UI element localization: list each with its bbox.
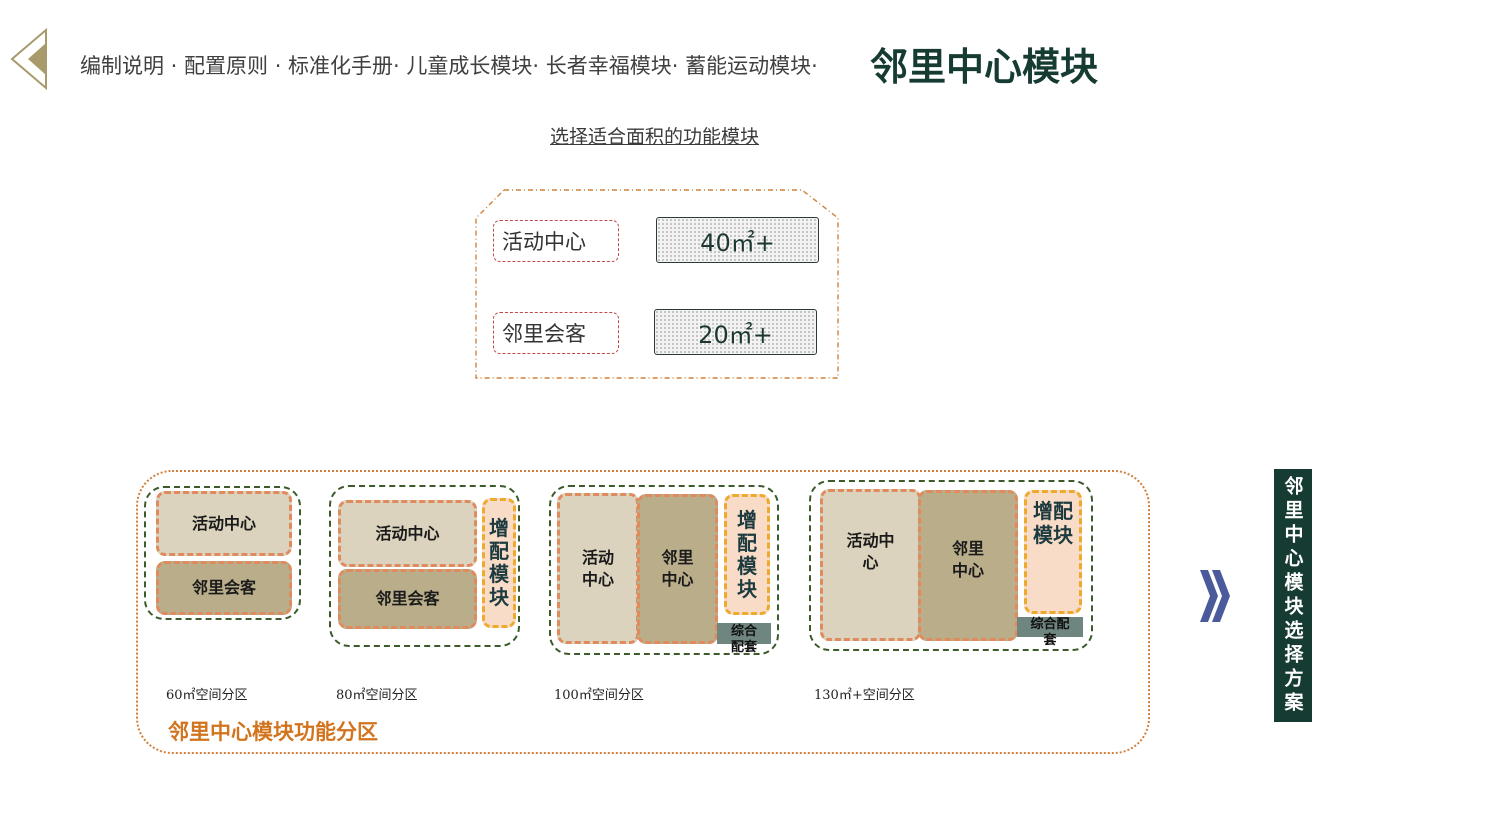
plan-80-addon-module: 增 配 模 块 [482, 498, 516, 628]
plan-60-group [144, 486, 301, 620]
plan-100-addon-module: 增 配 模 块 [724, 494, 770, 615]
plan-130-neighbor-center: 邻里 中心 [918, 490, 1018, 641]
double-chevron-right-icon [1200, 570, 1230, 622]
zoning-panel [136, 470, 1150, 754]
back-arrow-icon[interactable] [10, 28, 52, 90]
space-label-60: 60㎡空间分区 [166, 688, 248, 703]
page-title: 邻里中心模块 [870, 45, 1099, 89]
plan-100-support-facilities: 综合 配套 [717, 623, 771, 655]
zoning-title: 邻里中心模块功能分区 [168, 720, 378, 744]
plan-100-neighbor-center: 邻里 中心 [637, 494, 718, 644]
plan-60-activity-center: 活动中心 [156, 491, 292, 556]
space-label-100: 100㎡空间分区 [554, 688, 644, 703]
plan-130-support-facilities: 综合配 套 [1017, 617, 1083, 648]
function-label-activity-center: 活动中心 [493, 220, 619, 262]
side-banner[interactable]: 邻里中心模块选择方案 [1274, 469, 1312, 722]
plan-130-addon-module: 增配 模块 [1024, 490, 1082, 614]
plan-130-activity-center: 活动中 心 [820, 489, 921, 641]
plan-100-activity-center: 活动 中心 [557, 493, 639, 644]
space-label-130: 130㎡+空间分区 [814, 688, 915, 703]
space-label-80: 80㎡空间分区 [336, 688, 418, 703]
plan-60-neighbor-lounge: 邻里会客 [156, 561, 292, 615]
plan-80-group [329, 485, 520, 647]
breadcrumb[interactable]: 编制说明 · 配置原则 · 标准化手册· 儿童成长模块· 长者幸福模块· 蓄能运… [80, 54, 818, 78]
area-value-neighbor-lounge[interactable]: 20㎡+ [654, 309, 817, 355]
function-label-neighbor-lounge: 邻里会客 [493, 312, 619, 354]
plan-100-group [549, 485, 779, 655]
section-subtitle: 选择适合面积的功能模块 [550, 126, 760, 148]
plan-80-neighbor-lounge: 邻里会客 [338, 569, 477, 629]
plan-130-group [809, 480, 1093, 651]
area-value-activity-center[interactable]: 40㎡+ [656, 217, 819, 263]
plan-80-activity-center: 活动中心 [338, 500, 477, 567]
